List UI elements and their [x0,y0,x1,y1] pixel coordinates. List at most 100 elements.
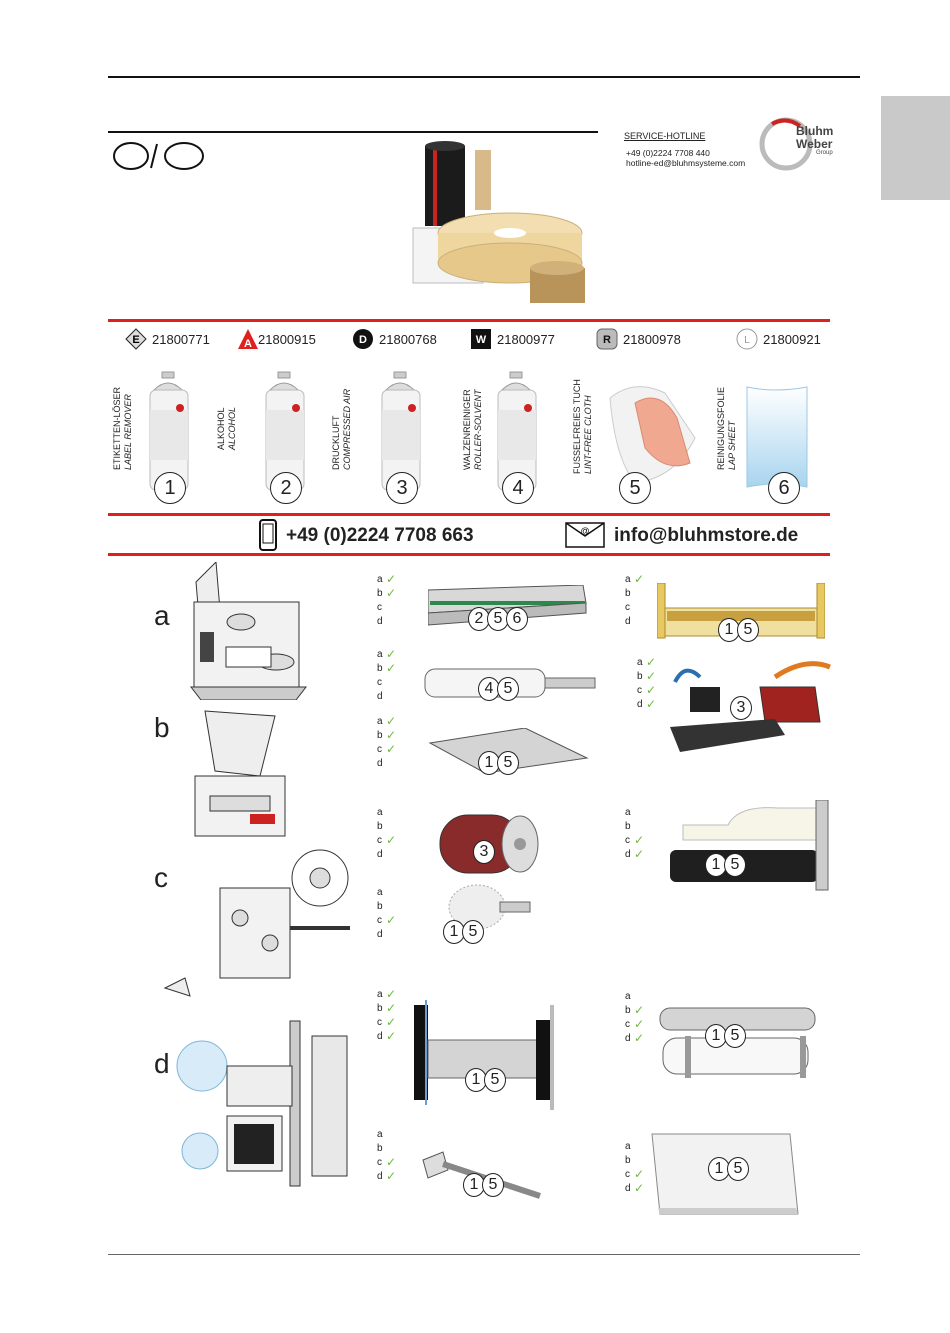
diamond-e-icon: E [125,328,147,350]
check-row-b: b✓ [625,1003,645,1017]
check-row-d: d [377,929,383,940]
checkmark-icon: ✓ [386,1155,397,1169]
machine-letter-a: a [154,600,170,631]
checkmark-icon: ✓ [386,1015,397,1029]
checkmark-icon: ✓ [634,1181,645,1195]
check-list-unwinder-hub: a✓b✓c✓d✓ [377,987,397,1044]
checkmark-icon: ✓ [386,728,397,742]
checkmark-icon: ✓ [634,1003,645,1017]
cleaner-ref-number: 5 [497,751,519,775]
cleaner-ref-number: 5 [724,853,746,877]
check-row-a: a✓ [377,987,397,1001]
svg-text:@: @ [580,526,589,536]
machine-a-illustration [189,562,308,700]
checkmark-icon: ✓ [634,833,645,847]
contact-phone[interactable]: +49 (0)2224 7708 663 [286,525,474,546]
cleaner-ref-number: 5 [462,920,484,944]
part-numbers-brush-roller: 3 [473,840,495,864]
check-row-a: a✓ [637,655,657,669]
peel-plate-illustration [428,728,589,774]
machine-c-illustration [163,849,350,997]
machine-d-illustration [176,1020,348,1187]
checkmark-icon: ✓ [386,1029,397,1043]
checkmark-icon: ✓ [386,647,397,661]
checkmark-icon: ✓ [646,683,657,697]
contact-rule-bottom [108,553,830,556]
check-row-c: c✓ [377,742,397,756]
check-row-d: d✓ [637,697,657,711]
check-row-c: c [625,602,630,613]
check-row-d: d [377,616,383,627]
check-row-c: c✓ [377,1155,397,1169]
check-row-a: a [377,1129,383,1140]
check-row-b: b✓ [377,1001,397,1015]
check-row-c: c✓ [377,913,397,927]
spray-can-3-icon [381,371,421,491]
checkmark-icon: ✓ [386,586,397,600]
cleaner-ref-number: 5 [497,677,519,701]
cleaner-number-5: 5 [619,472,651,504]
hotline-email[interactable]: hotline-ed@bluhmsysteme.com [626,158,746,168]
checkmark-icon: ✓ [646,697,657,711]
check-row-d: d [625,616,631,627]
check-list-sensor: a✓b✓c✓d✓ [637,655,657,712]
check-row-a: a [377,887,383,898]
globe-icon [759,117,813,171]
product-code-l: L 21800921 [736,328,821,350]
svg-text:R: R [603,334,611,346]
cleaner-number-4: 4 [502,472,534,504]
svg-text:L: L [744,335,750,346]
check-row-a: a [377,807,383,818]
rounded-r-icon: R [596,328,618,350]
cleaner-ref-number: 5 [727,1157,749,1181]
check-row-a: a✓ [625,572,645,586]
check-row-a: a [625,807,631,818]
checkmark-icon: ✓ [634,1167,645,1181]
svg-text:E: E [132,334,139,346]
machine-letter-b: b [154,712,170,743]
checkmark-icon: ✓ [386,714,397,728]
consumables-illustration [405,138,595,313]
svg-text:D: D [359,334,367,346]
smartphone-icon [259,519,277,551]
check-row-b: b [377,821,383,832]
contact-email[interactable]: info@bluhmstore.de [614,525,799,546]
cleaner-number-1: 1 [154,472,186,504]
check-row-b: b✓ [377,728,397,742]
check-row-a: a✓ [377,714,397,728]
check-row-b: b [625,821,631,832]
checkmark-icon: ✓ [634,572,645,586]
ring-symbol-icon [112,140,207,177]
product-code-e: E 21800771 [125,328,210,350]
check-row-c: c✓ [377,1015,397,1029]
check-row-c: c✓ [637,683,657,697]
check-row-c: c [377,602,382,613]
cleaner-ref-number: 1 [443,920,465,944]
cleaner-ref-number: 5 [737,618,759,642]
cleaner-ref-number: 5 [482,1173,504,1197]
check-row-d: d✓ [625,1181,645,1195]
hotline-phone: +49 (0)2224 7708 440 [626,148,710,158]
checkmark-icon: ✓ [386,833,397,847]
check-row-a: a✓ [377,572,397,586]
checkmark-icon: ✓ [386,661,397,675]
square-w-icon: W [471,329,491,349]
checkmark-icon: ✓ [386,1001,397,1015]
check-row-c: c✓ [625,1167,645,1181]
